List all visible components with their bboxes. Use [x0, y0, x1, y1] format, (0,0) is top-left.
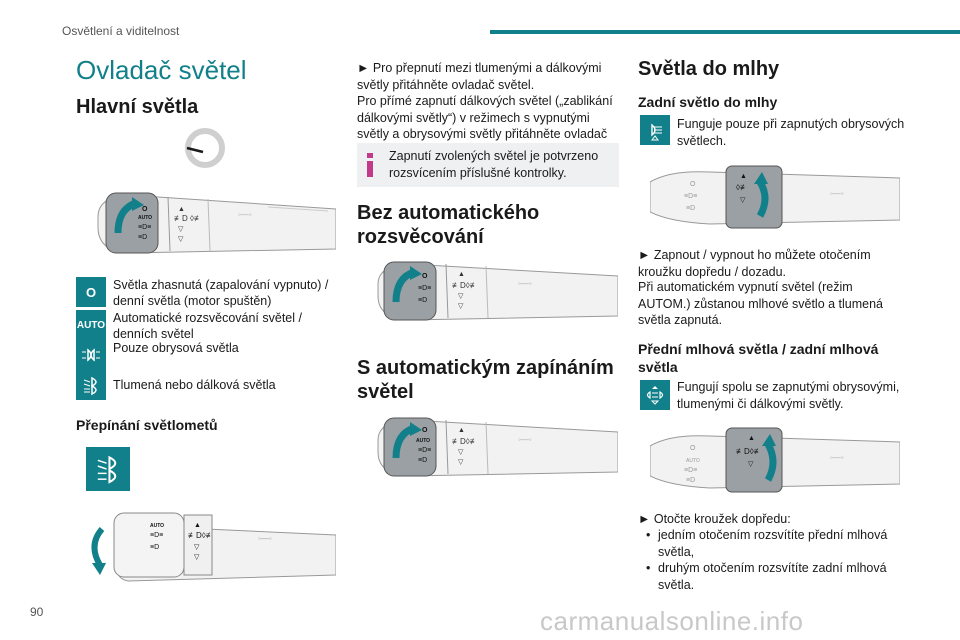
auto-icon: AUTO [76, 310, 106, 340]
rear-fog-auto-text: Při automatickém vypnutí světel (režim A… [638, 280, 884, 327]
svg-text:▽: ▽ [458, 449, 464, 456]
switching-heading: Přepínání světlometů [76, 417, 218, 433]
svg-text:▽: ▽ [458, 459, 464, 466]
svg-text:AUTO: AUTO [686, 458, 700, 464]
svg-text:▲: ▲ [458, 427, 465, 434]
side-lights-icon [76, 340, 106, 370]
page-number: 90 [30, 605, 44, 619]
svg-text:AUTO: AUTO [138, 215, 152, 221]
svg-text:▲: ▲ [194, 522, 201, 529]
svg-text:▽: ▽ [194, 544, 200, 551]
svg-text:O: O [142, 206, 148, 213]
svg-text:▲: ▲ [748, 435, 755, 442]
svg-text:◦—◦: ◦—◦ [518, 279, 532, 288]
section-header: Osvětlení a viditelnost [62, 24, 180, 38]
svg-text:▲: ▲ [178, 206, 185, 213]
svg-text:≡D≡: ≡D≡ [684, 467, 697, 474]
front-rear-fog-icon [640, 380, 670, 410]
watermark: carmanualsonline.info [540, 606, 804, 636]
legend-text-side-lights: Pouze obrysová světla [113, 341, 239, 355]
rear-fog-heading: Zadní světlo do mlhy [638, 94, 778, 110]
svg-text:≡D≡: ≡D≡ [684, 193, 697, 200]
svg-text:≢D◊≢: ≢D◊≢ [736, 447, 762, 456]
info-note: Zapnutí zvolených světel je potvrzeno ro… [357, 143, 619, 187]
svg-text:◊≢: ◊≢ [736, 183, 748, 192]
svg-text:O: O [422, 427, 428, 434]
svg-text:▽: ▽ [458, 303, 464, 310]
svg-text:≡D: ≡D [686, 205, 695, 212]
rear-fog-icon [640, 115, 670, 145]
light-stalk-pull-illustration: AUTO ≡D≡ ≡D ▲ ≢D◊≢ ▽ ▽ ◦—◦ [88, 505, 336, 585]
legend-text-off: Světla zhasnutá (zapalování vypnuto) / d… [113, 278, 329, 308]
svg-text:≡D≡: ≡D≡ [418, 285, 431, 292]
fog-bullet-list: jedním otočením rozsvítíte přední mlhová… [638, 527, 900, 593]
info-icon [367, 153, 373, 177]
svg-text:O: O [690, 445, 696, 452]
no-auto-heading: Bez automatického rozsvěcování [357, 202, 540, 248]
stalk-auto-illustration: O AUTO ≡D≡ ≡D ▲ ≢D◊≢ ▽ ▽ ◦—◦ [368, 412, 618, 482]
rear-fog-toggle-text: ► Zapnout / vypnout ho můžete otočením k… [638, 248, 871, 279]
svg-text:≡D: ≡D [150, 544, 159, 551]
svg-text:≢D◊≢: ≢D◊≢ [452, 281, 478, 290]
header-accent-bar [490, 30, 960, 34]
svg-text:▲: ▲ [740, 173, 747, 180]
switch-beam-text: ► Pro přepnutí mezi tlumenými a dálkovým… [357, 61, 602, 92]
info-note-text: Zapnutí zvolených světel je potvrzeno ro… [389, 149, 599, 180]
auto-heading: S automatickým zapínáním světel [357, 357, 614, 403]
off-icon: O [76, 277, 106, 307]
svg-text:≢D◊≢: ≢D◊≢ [188, 531, 214, 540]
steering-wheel-icon [185, 128, 225, 173]
svg-text:≢D ◊≢: ≢D ◊≢ [174, 214, 202, 223]
stalk-no-auto-illustration: O ≡D≡ ≡D ▲ ≢D◊≢ ▽ ▽ ◦—◦ [368, 256, 618, 326]
page-title: Ovladač světel [76, 55, 247, 85]
svg-text:▲: ▲ [458, 271, 465, 278]
svg-text:◦—◦: ◦—◦ [518, 435, 532, 444]
fog-lights-heading: Světla do mlhy [638, 58, 780, 80]
rear-fog-text: Funguje pouze při zapnutých obrysových s… [677, 117, 905, 148]
svg-text:AUTO: AUTO [150, 523, 164, 529]
front-rear-fog-heading: Přední mlhová světla / zadní mlhová svět… [638, 341, 879, 375]
legend-text-dipped: Tlumená nebo dálková světla [113, 378, 276, 392]
flash-beam-text: Pro přímé zapnutí dálkových světel („zab… [357, 94, 613, 158]
dipped-main-beam-icon [76, 370, 106, 400]
main-lights-heading: Hlavní světla [76, 96, 199, 118]
svg-text:≡D≡: ≡D≡ [138, 224, 151, 231]
svg-text:▽: ▽ [748, 461, 754, 468]
svg-text:≡D: ≡D [418, 297, 427, 304]
legend-text-auto: Automatické rozsvěcování světel / denníc… [113, 311, 302, 341]
list-item: jedním otočením rozsvítíte přední mlhová… [638, 527, 900, 560]
svg-text:≡D: ≡D [138, 234, 147, 241]
svg-text:AUTO: AUTO [416, 438, 430, 444]
svg-text:◦—◦: ◦—◦ [830, 189, 844, 198]
svg-text:≢D◊≢: ≢D◊≢ [452, 437, 478, 446]
svg-text:◦—◦: ◦—◦ [238, 210, 252, 219]
svg-text:▽: ▽ [178, 236, 184, 243]
svg-text:O: O [422, 273, 428, 280]
rear-fog-stalk-illustration: O ≡D≡ ≡D ▲ ◊≢ ▽ ◦—◦ [650, 162, 900, 232]
turn-ring-text: ► Otočte kroužek dopředu: [638, 512, 791, 526]
svg-text:◦—◦: ◦—◦ [830, 453, 844, 462]
front-rear-fog-stalk-illustration: O AUTO ≡D≡ ≡D ▲ ≢D◊≢ ▽ ◦—◦ [650, 424, 900, 496]
light-stalk-illustration: O AUTO ≡D≡ ≡D ▲ ≢D ◊≢ ▽ ▽ ◦—◦ [88, 187, 336, 259]
beam-switch-icon [86, 447, 130, 491]
front-rear-fog-text: Fungují spolu se zapnutými obrysovými, t… [677, 380, 900, 411]
svg-text:≡D≡: ≡D≡ [418, 447, 431, 454]
svg-text:≡D≡: ≡D≡ [150, 532, 163, 539]
svg-text:▽: ▽ [178, 226, 184, 233]
svg-text:◦—◦: ◦—◦ [258, 534, 272, 543]
list-item: druhým otočením rozsvítíte zadní mlhová … [638, 560, 900, 593]
svg-text:≡D: ≡D [418, 457, 427, 464]
svg-text:≡D: ≡D [686, 477, 695, 484]
svg-text:▽: ▽ [458, 293, 464, 300]
svg-text:▽: ▽ [740, 197, 746, 204]
svg-text:O: O [690, 181, 696, 188]
svg-text:▽: ▽ [194, 554, 200, 561]
